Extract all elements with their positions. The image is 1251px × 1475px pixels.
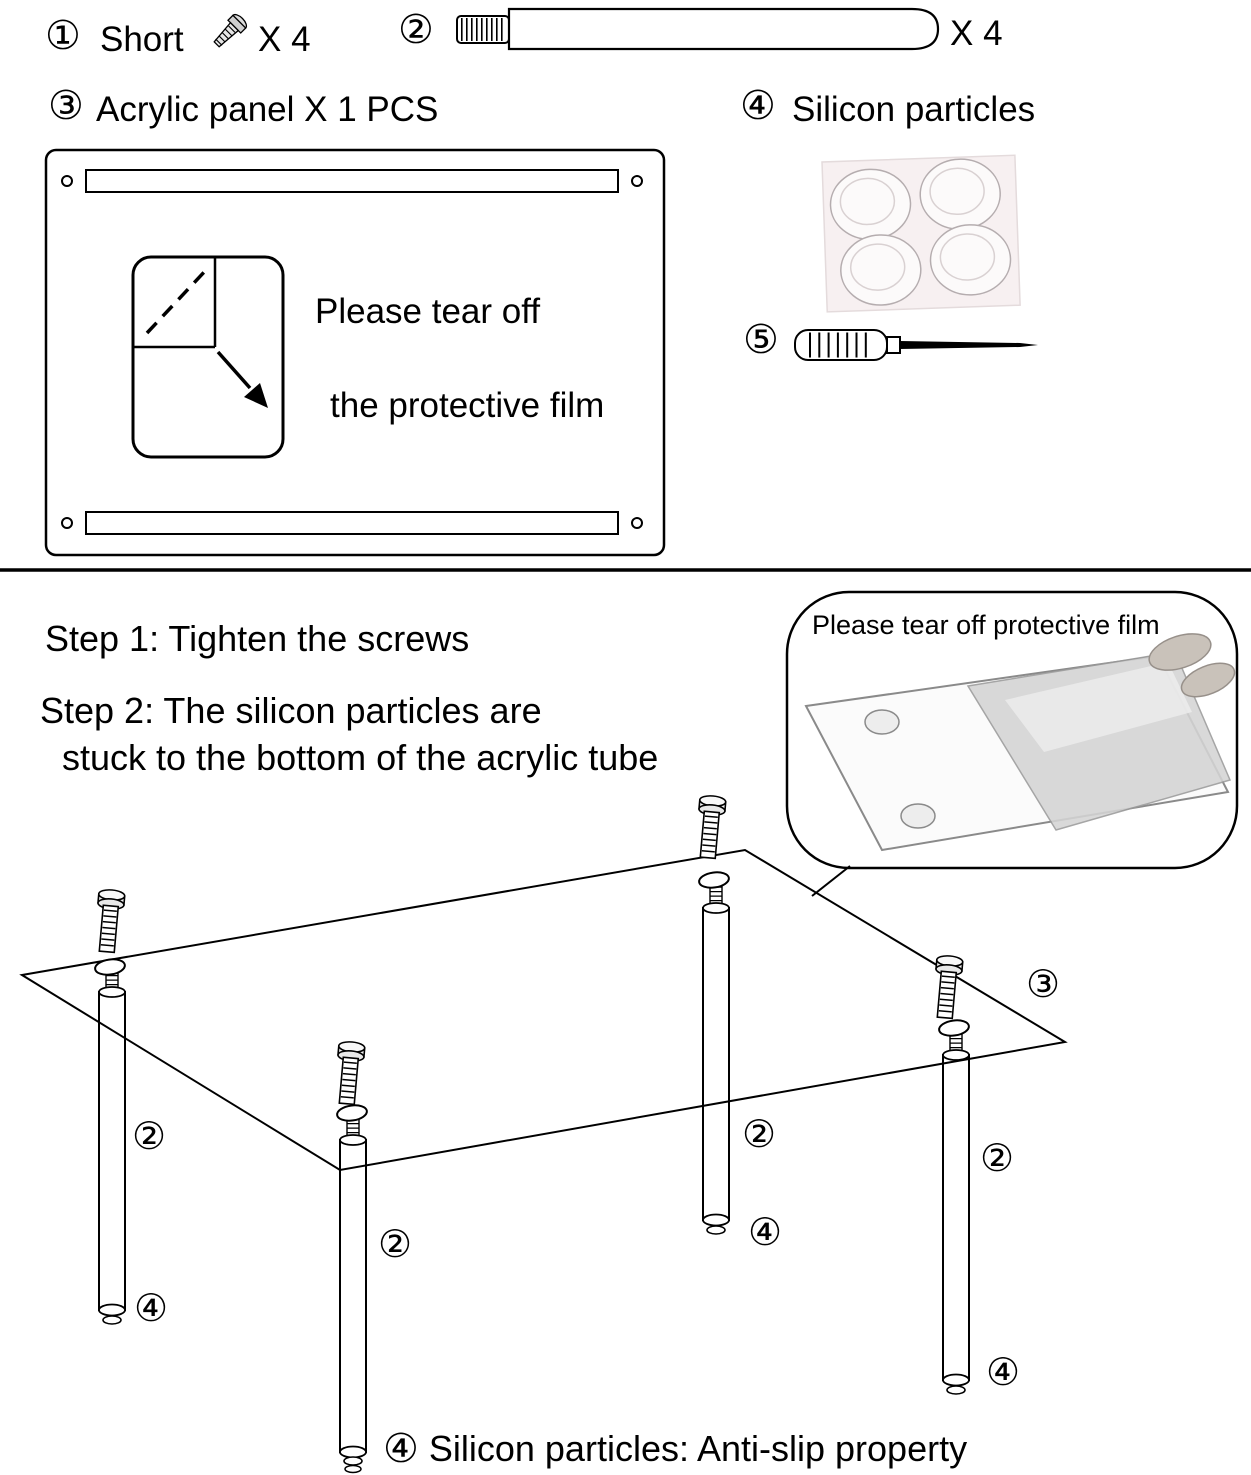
footer-pad-number: ④	[383, 1427, 419, 1471]
pad-label-right: ④	[986, 1352, 1021, 1394]
part2-qty: X 4	[950, 14, 1003, 53]
peel-photo	[804, 633, 1236, 852]
part1-qty: X 4	[258, 20, 311, 59]
pad-label-back-mid: ④	[748, 1212, 783, 1254]
screw-back	[695, 795, 726, 859]
part2-number: ②	[398, 8, 434, 52]
screw-front-mid	[334, 1041, 365, 1105]
part1-label: Short	[100, 20, 184, 59]
tube-label-front-left: ②	[132, 1116, 167, 1158]
panel-note-line1: Please tear off	[315, 292, 541, 331]
step1-text: Step 1: Tighten the screws	[45, 618, 470, 659]
pad-label-front-left: ④	[134, 1288, 169, 1330]
panel-label: ③	[1026, 964, 1061, 1006]
part4-number: ④	[740, 84, 776, 128]
panel-holes	[94, 871, 970, 1122]
tube-label-back-mid: ②	[742, 1114, 777, 1156]
callout-title: Please tear off protective film	[812, 610, 1160, 640]
silicon-pads-icon	[821, 154, 1021, 313]
screw-front-left	[94, 889, 125, 953]
panel-note-line2: the protective film	[330, 386, 605, 425]
table-assembly-diagram	[19, 795, 1068, 1474]
tube-label-right: ②	[980, 1138, 1015, 1180]
part4-label: Silicon particles	[792, 90, 1036, 129]
part3-number: ③	[48, 84, 84, 128]
step2-text-line2: stuck to the bottom of the acrylic tube	[62, 737, 659, 778]
callout-bubble	[785, 590, 1239, 897]
screw-icon	[213, 13, 248, 48]
screw-right	[932, 955, 963, 1019]
part1-number: ①	[45, 14, 81, 58]
hand	[1148, 633, 1236, 698]
tube-leg-right	[942, 1028, 970, 1395]
part5-number: ⑤	[743, 318, 779, 362]
part3-label: Acrylic panel X 1 PCS	[96, 90, 439, 129]
peel-film-icon	[131, 255, 285, 459]
glass-panel-top	[19, 848, 1068, 1172]
tube-leg-back-mid	[702, 881, 730, 1235]
tube-icon	[456, 7, 940, 51]
step2-text-line1: Step 2: The silicon particles are	[40, 690, 542, 731]
screwdriver-icon	[794, 329, 1038, 361]
tube-label-front-mid: ②	[378, 1224, 413, 1266]
footer-note: ④ Silicon particles: Anti-slip property	[383, 1428, 967, 1470]
tube-leg-front-left	[98, 965, 126, 1325]
tube-leg-front-mid	[339, 1113, 367, 1474]
acrylic-panel-diagram	[44, 148, 666, 557]
footer-text: Silicon particles: Anti-slip property	[428, 1428, 968, 1469]
